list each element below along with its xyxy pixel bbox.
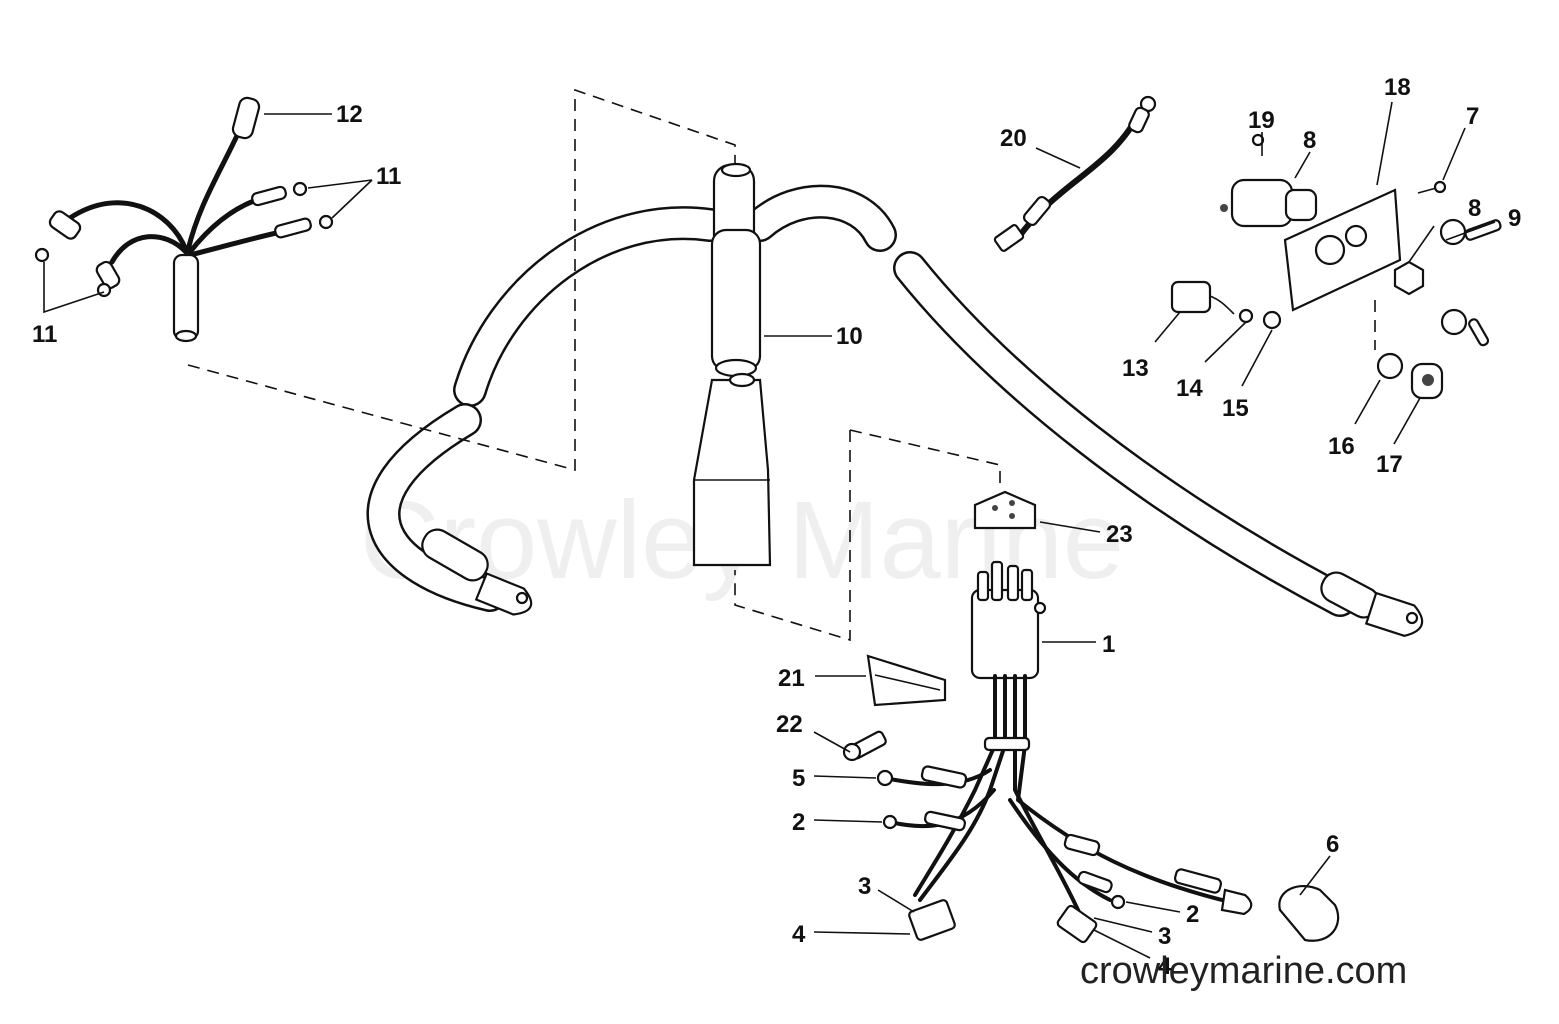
plug-harness-drawing [842,490,1340,944]
callout-21: 21 [778,665,805,692]
callout-5: 5 [792,765,805,792]
callout-8-nut: 8 [1468,195,1481,222]
callout-22: 22 [776,711,803,738]
callout-11-left: 11 [32,321,57,348]
callout-23: 23 [1106,521,1133,548]
callout-7: 7 [1466,103,1479,130]
callout-17: 17 [1376,451,1403,478]
callout-2-left: 2 [792,809,805,836]
callout-8-switch: 8 [1303,127,1316,154]
lead-bundle-drawing [34,96,334,343]
site-label: crowleymarine.com [1080,950,1407,992]
callout-18: 18 [1384,74,1411,101]
callout-20: 20 [1000,125,1027,152]
callout-1: 1 [1102,631,1115,658]
callout-12: 12 [336,101,363,128]
key-switch-assembly-drawing [1170,133,1502,400]
main-cable-drawing [366,162,1424,637]
callout-9: 9 [1508,205,1521,232]
callout-15: 15 [1222,395,1249,422]
assembly-dashed-lines [187,88,1376,642]
jumper-wire-drawing [993,95,1157,252]
callout-4-right: 4 [1158,953,1172,980]
callout-14: 14 [1176,375,1203,402]
callout-19: 19 [1248,107,1275,134]
callout-4-left: 4 [792,921,806,948]
callout-10: 10 [836,323,863,350]
callout-6: 6 [1326,831,1339,858]
callout-3-left: 3 [858,873,871,900]
callout-11-right: 11 [376,163,401,190]
callout-3-right: 3 [1158,923,1171,950]
callout-2-right: 2 [1186,901,1199,928]
leader-lines [43,101,1496,959]
callout-16: 16 [1328,433,1355,460]
callout-13: 13 [1122,355,1149,382]
